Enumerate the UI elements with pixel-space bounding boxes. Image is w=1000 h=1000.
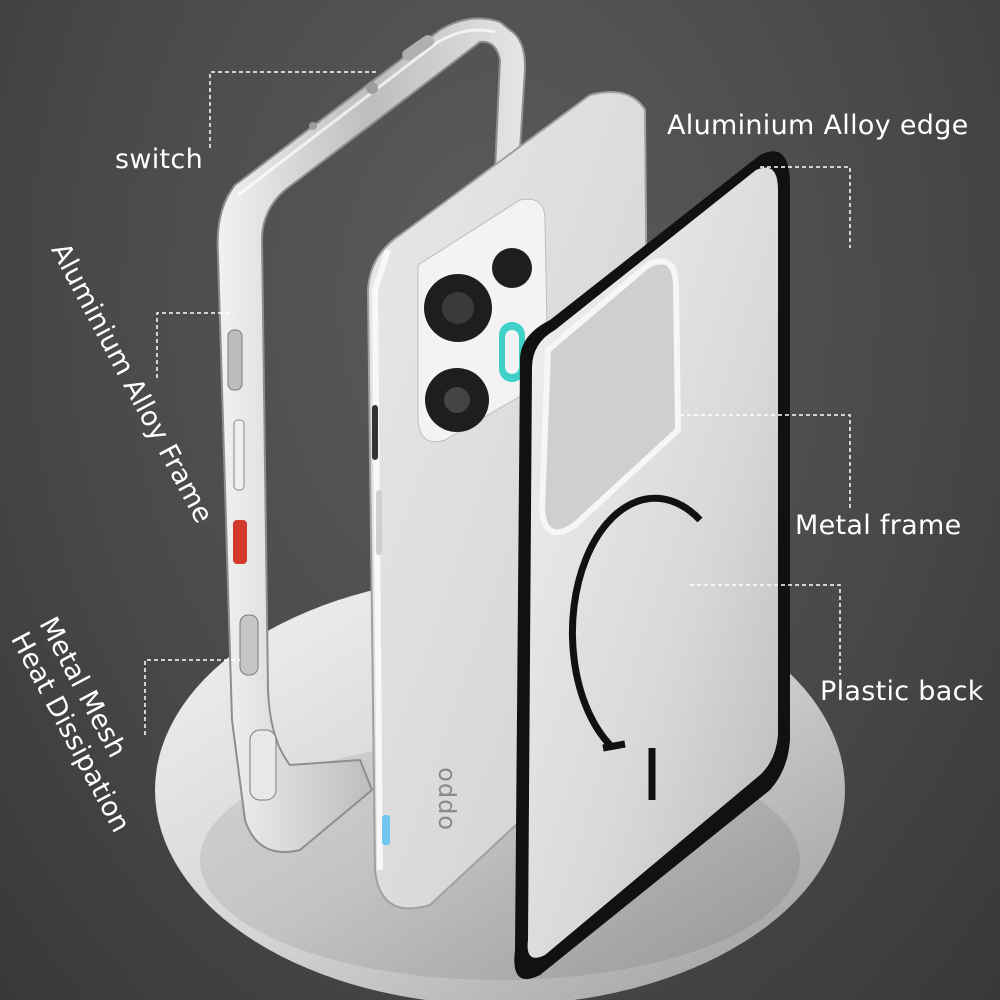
side-button bbox=[376, 490, 382, 555]
mesh-vent-lower bbox=[239, 614, 259, 676]
volume-slot bbox=[233, 419, 245, 491]
brand-logo: oppo bbox=[430, 766, 458, 830]
red-button-icon bbox=[233, 520, 247, 564]
mesh-vent-upper bbox=[227, 329, 243, 391]
camera-cutout bbox=[538, 258, 682, 536]
camera-lens-icon bbox=[492, 248, 532, 288]
bottom-port bbox=[249, 729, 277, 801]
label-plastic-back: Plastic back bbox=[820, 676, 984, 707]
aluminium-bumper-frame bbox=[216, 17, 527, 853]
label-switch: switch bbox=[115, 144, 203, 175]
switch-screw-icon bbox=[366, 82, 378, 94]
label-aluminium-alloy-edge: Aluminium Alloy edge bbox=[667, 110, 969, 141]
case-back-plate bbox=[514, 151, 790, 980]
magsafe-ring-icon bbox=[568, 494, 703, 748]
label-metal-frame: Metal frame bbox=[795, 510, 962, 541]
leader-lines bbox=[144, 71, 851, 735]
side-button bbox=[372, 405, 378, 460]
port-indicator bbox=[382, 815, 390, 845]
